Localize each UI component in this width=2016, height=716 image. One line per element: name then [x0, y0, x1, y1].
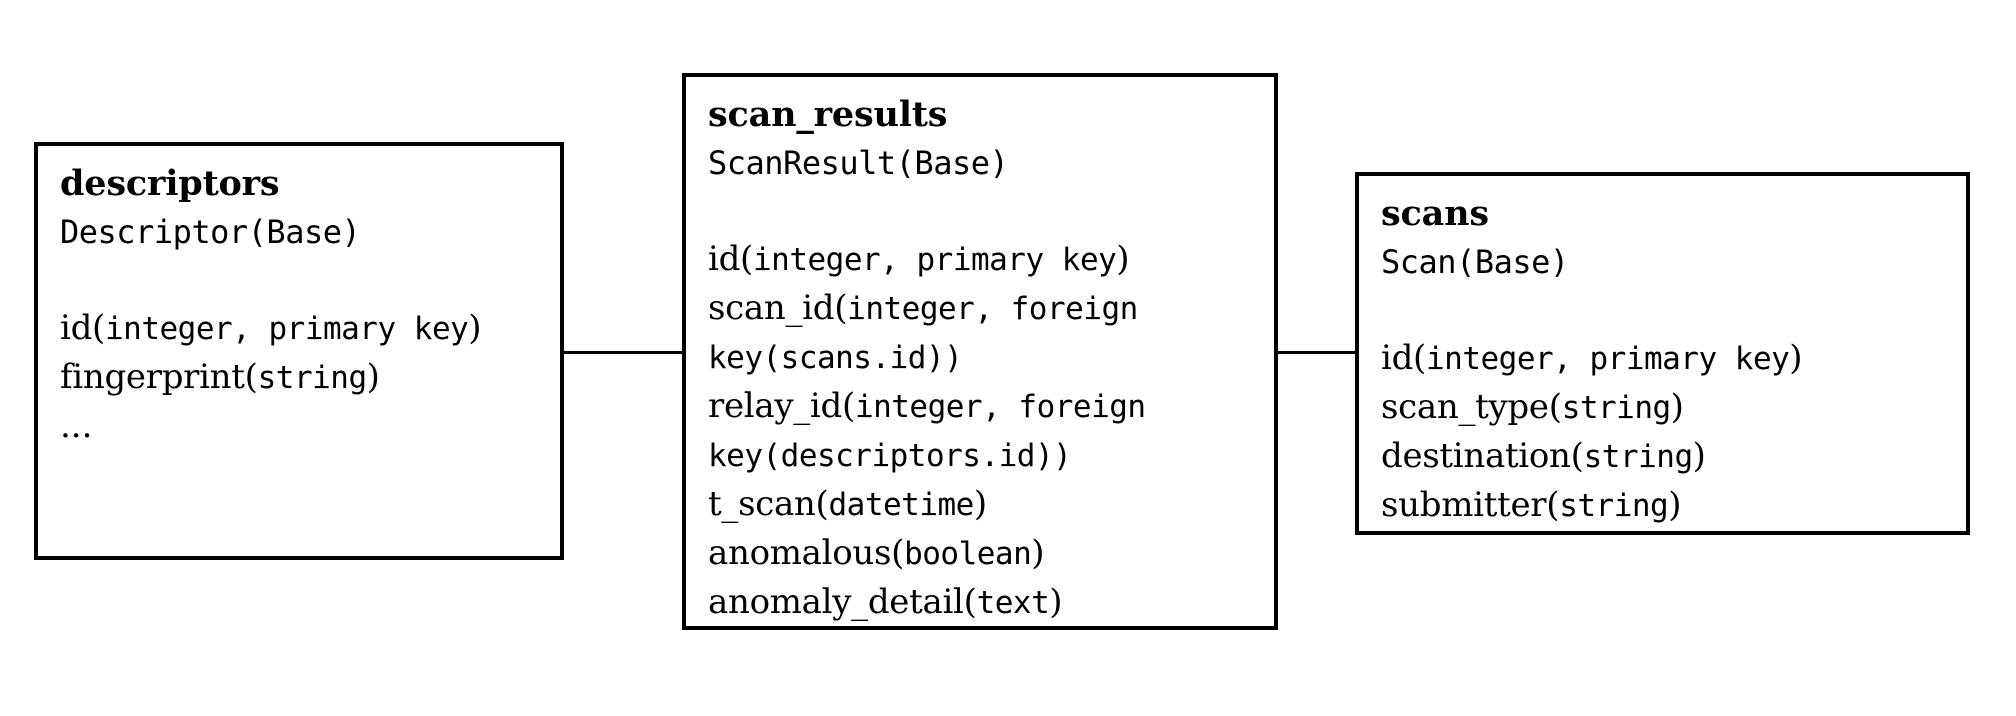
entity-class-name-scan-results: ScanResult(Base)	[708, 144, 1009, 182]
close-paren: )	[1670, 387, 1684, 427]
close-paren: )	[1692, 436, 1706, 476]
open-paren: (	[1413, 338, 1427, 378]
field-type: string	[257, 360, 367, 396]
open-paren: (	[740, 239, 754, 279]
field-type-continuation: key(scans.id))	[708, 340, 963, 376]
field-name: id	[708, 239, 741, 279]
close-paren: )	[973, 484, 987, 524]
entity-field-row: id(integer, primary key)	[708, 235, 1254, 284]
close-paren: )	[1049, 582, 1063, 622]
open-paren: (	[815, 484, 829, 524]
entity-class-name-descriptors: Descriptor(Base)	[60, 213, 361, 251]
relation-line-descriptors-scan-results	[560, 351, 686, 354]
field-name: id	[60, 308, 93, 348]
field-name: t_scan	[708, 484, 816, 524]
field-type: integer, foreign	[847, 291, 1138, 327]
close-paren: )	[468, 308, 482, 348]
entity-field-row: scan_id(integer, foreign	[708, 284, 1254, 333]
open-paren: (	[963, 582, 977, 622]
entity-field-row: scan_type(string)	[1381, 383, 1946, 432]
open-paren: (	[1548, 387, 1562, 427]
entity-table-name-scans: scans	[1381, 193, 1489, 234]
entity-field-row: t_scan(datetime)	[708, 480, 1254, 529]
field-name: anomalous	[708, 533, 892, 573]
entity-field-row: anomaly_detail(text)	[708, 578, 1254, 627]
field-type: integer, primary key	[105, 311, 469, 347]
field-type-continuation: key(descriptors.id))	[708, 438, 1072, 474]
field-type: string	[1559, 488, 1669, 524]
field-name: relay_id	[708, 386, 842, 426]
entity-field-truncation-ellipsis: ...	[60, 406, 93, 446]
entity-blank-row	[60, 256, 540, 304]
entity-field-row: submitter(string)	[1381, 481, 1946, 530]
field-name: submitter	[1381, 485, 1547, 525]
open-paren: (	[92, 308, 106, 348]
close-paren: )	[1668, 485, 1682, 525]
entity-box-scan-results[interactable]: scan_results ScanResult(Base) id(integer…	[682, 73, 1278, 630]
field-name: destination	[1381, 436, 1571, 476]
entity-field-row-continuation: key(scans.id))	[708, 333, 1254, 382]
open-paren: (	[244, 357, 258, 397]
entity-field-row: anomalous(boolean)	[708, 529, 1254, 578]
open-paren: (	[841, 386, 855, 426]
close-paren: )	[1116, 239, 1130, 279]
field-name: anomaly_detail	[708, 582, 964, 622]
entity-field-row: id(integer, primary key)	[1381, 334, 1946, 383]
open-paren: (	[1546, 485, 1560, 525]
field-name: scan_type	[1381, 387, 1549, 427]
open-paren: (	[1570, 436, 1584, 476]
entity-table-name-scan-results: scan_results	[708, 94, 948, 135]
entity-field-row: destination(string)	[1381, 432, 1946, 481]
field-type: datetime	[828, 487, 975, 523]
entity-field-row: fingerprint(string)	[60, 353, 540, 402]
field-type: integer, foreign	[854, 389, 1146, 425]
entity-field-row: relay_id(integer, foreign	[708, 382, 1254, 431]
field-type: string	[1561, 390, 1671, 426]
entity-class-name-scans: Scan(Base)	[1381, 243, 1569, 281]
entity-table-name-descriptors: descriptors	[60, 163, 280, 204]
field-type: integer, primary key	[1426, 341, 1790, 377]
entity-box-descriptors[interactable]: descriptors Descriptor(Base) id(integer,…	[34, 142, 564, 560]
entity-blank-row	[708, 187, 1254, 235]
entity-box-scans[interactable]: scans Scan(Base) id(integer, primary key…	[1355, 172, 1970, 535]
field-name: scan_id	[708, 288, 835, 328]
open-paren: (	[834, 288, 848, 328]
field-type: boolean	[904, 536, 1032, 572]
entity-blank-row	[1381, 286, 1946, 334]
field-name: fingerprint	[60, 357, 245, 397]
relation-line-scan-results-scans	[1274, 351, 1359, 354]
field-type: integer, primary key	[753, 242, 1117, 278]
field-name: id	[1381, 338, 1414, 378]
close-paren: )	[1789, 338, 1803, 378]
field-type: text	[976, 585, 1050, 621]
close-paren: )	[1031, 533, 1045, 573]
entity-field-row: id(integer, primary key)	[60, 304, 540, 353]
field-type: string	[1583, 439, 1693, 475]
entity-field-row-continuation: key(descriptors.id))	[708, 431, 1254, 480]
open-paren: (	[891, 533, 905, 573]
close-paren: )	[366, 357, 380, 397]
